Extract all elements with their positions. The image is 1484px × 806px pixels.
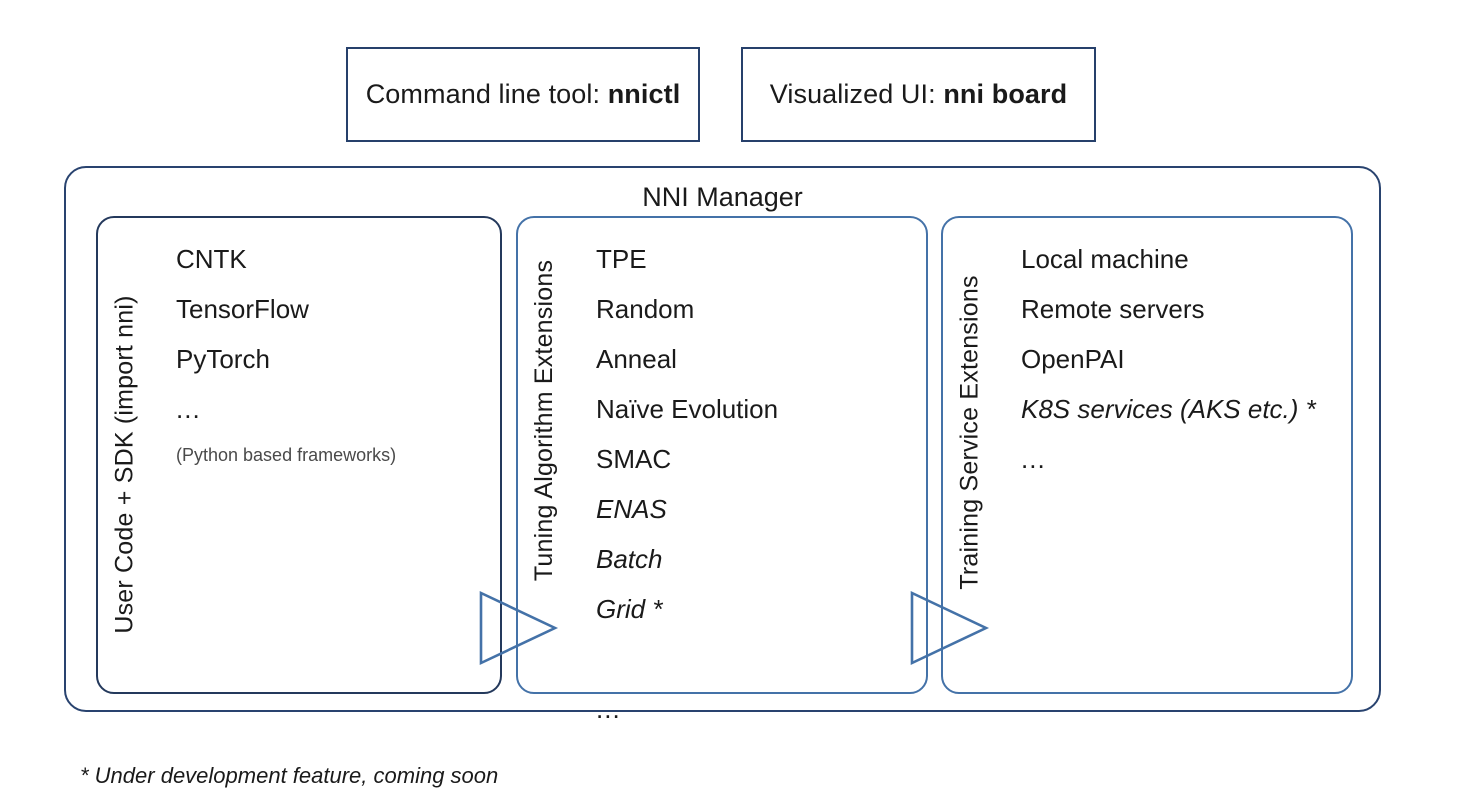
list-item: PyTorch [176, 344, 270, 374]
panel-user-code-sdk-items: CNTK TensorFlow PyTorch ... (Python base… [176, 234, 490, 476]
panel-tuning-algorithm-extensions: Tuning Algorithm Extensions TPE Random A… [516, 216, 928, 724]
flow-arrow-user-to-tuning-icon [479, 590, 559, 666]
command-line-tool-label: Command line tool: nnictl [366, 79, 681, 110]
list-item: Grid * [596, 594, 663, 624]
visualized-ui-label: Visualized UI: nni board [770, 79, 1067, 110]
list-item: OpenPAI [1021, 344, 1125, 374]
visualized-ui-value: nni board [943, 79, 1068, 109]
list-item: Random [596, 294, 695, 324]
footnote-under-development: * Under development feature, coming soon [80, 763, 499, 788]
panel-user-code-sdk-side-label-text: User Code + SDK (import nni) [110, 294, 139, 634]
list-item: Naïve Evolution [596, 394, 779, 424]
nni-manager-title: NNI Manager [642, 182, 803, 212]
flow-arrow-tuning-to-training-icon [910, 590, 990, 666]
panel-training-service-side-label-text: Training Service Extensions [955, 275, 984, 590]
list-item: SMAC [596, 444, 672, 474]
list-item-ellipsis: ... [596, 694, 621, 724]
panel-user-code-sdk-side-label: User Code + SDK (import nni) [98, 218, 152, 692]
panel-user-code-sdk: User Code + SDK (import nni) CNTK Tensor… [96, 216, 502, 694]
command-line-tool-prefix: Command line tool: [365, 79, 608, 109]
list-item: Batch [596, 544, 663, 574]
list-item: Remote servers [1021, 294, 1205, 324]
panel-tuning-algorithm-items: TPE Random Anneal Naïve Evolution SMAC E… [596, 234, 916, 734]
panel-tuning-algorithm-side-label-text: Tuning Algorithm Extensions [530, 259, 559, 582]
list-item: TPE [596, 244, 647, 274]
list-item: K8S services (AKS etc.) * [1021, 394, 1316, 424]
nni-manager-container: NNI Manager User Code + SDK (import nni)… [64, 166, 1381, 724]
list-item: CNTK [176, 244, 247, 274]
command-line-tool-box: Command line tool: nnictl [346, 47, 700, 142]
command-line-tool-value: nnictl [607, 79, 681, 109]
list-item-ellipsis: ... [1021, 444, 1046, 474]
list-item: ENAS [596, 494, 667, 524]
list-item: Local machine [1021, 244, 1189, 274]
list-item-note: (Python based frameworks) [176, 445, 397, 465]
visualized-ui-box: Visualized UI: nni board [741, 47, 1096, 142]
visualized-ui-prefix: Visualized UI: [769, 79, 944, 109]
list-item: TensorFlow [176, 294, 309, 324]
panel-training-service-items: Local machine Remote servers OpenPAI K8S… [1021, 234, 1341, 484]
list-item: Anneal [596, 344, 677, 374]
panel-training-service-extensions: Training Service Extensions Local machin… [941, 216, 1353, 694]
list-item-ellipsis: ... [176, 394, 201, 424]
